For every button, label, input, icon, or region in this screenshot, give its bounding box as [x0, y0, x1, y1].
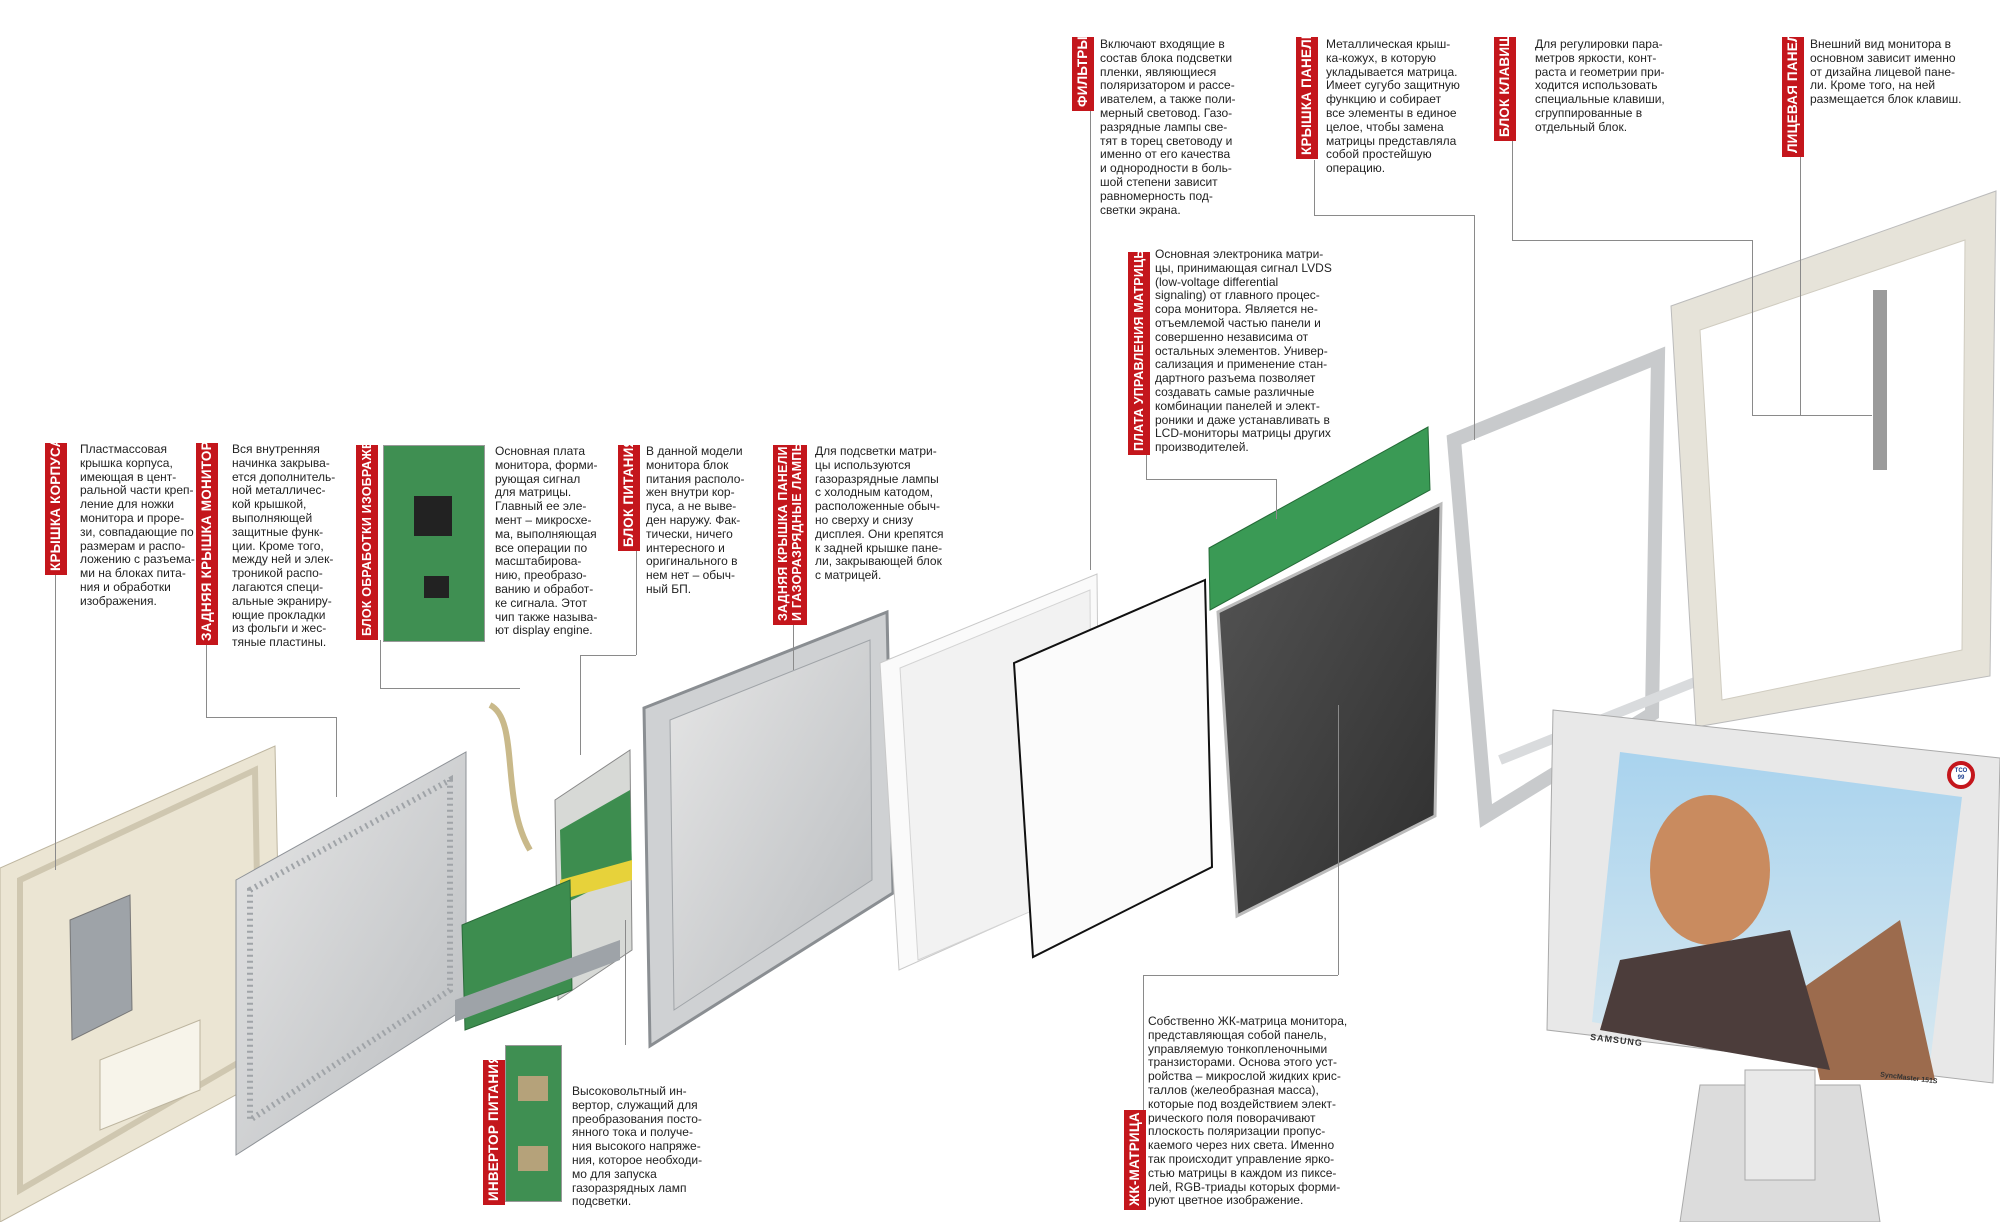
callout-label: ЛИЦЕВАЯ ПАНЕЛЬ	[1782, 22, 1804, 157]
leader-line	[1338, 705, 1339, 975]
callout-text: Вся внутренняя начинка закрыва- ется доп…	[232, 442, 336, 650]
leader-line	[1752, 415, 1872, 416]
power-inverter-photo	[505, 1045, 562, 1202]
leader-line	[1512, 140, 1513, 240]
callout-text: Для подсветки матри- цы используются газ…	[815, 444, 944, 583]
leader-line	[580, 655, 581, 755]
callout-label: ПЛАТА УПРАВЛЕНИЯ МАТРИЦЫ	[1128, 246, 1150, 455]
front-bezel-part	[1670, 190, 1997, 728]
callout-text: Основная плата монитора, форми- рующая с…	[495, 444, 598, 638]
callout-label: БЛОК ОБРАБОТКИ ИЗОБРАЖЕНИЯ	[356, 413, 378, 640]
back-case-part	[0, 745, 283, 1222]
tco-badge: TCO 99	[1947, 761, 1975, 789]
callout-text: Металлическая крыш- ка-кожух, в которую …	[1326, 37, 1460, 176]
callout-text: Внешний вид монитора в основном зависит …	[1810, 37, 1962, 107]
callout-label: БЛОК КЛАВИШ	[1494, 33, 1516, 141]
callout-text: Собственно ЖК-матрица монитора, представ…	[1148, 1014, 1348, 1208]
leader-line	[206, 645, 207, 717]
callout-text: Основная электроника матри- цы, принимаю…	[1155, 247, 1332, 455]
leader-line	[1314, 215, 1474, 216]
panel-frame-part	[1446, 346, 1666, 828]
lcd-matrix-part	[1208, 426, 1443, 919]
filters-part	[879, 573, 1214, 971]
callout-label: ФИЛЬТРЫ	[1072, 36, 1094, 111]
leader-line	[55, 575, 56, 870]
leader-line	[1276, 479, 1277, 519]
leader-line	[1143, 975, 1338, 976]
callout-label: ИНВЕРТОР ПИТАНИЯ	[483, 1054, 505, 1205]
callout-label: ЗАДНЯЯ КРЫШКА МОНИТОРА	[196, 432, 218, 645]
callout-label: БЛОК ПИТАНИЯ	[618, 438, 640, 551]
assembled-monitor	[1546, 709, 2000, 1222]
leader-line	[1752, 240, 1753, 415]
callout-text: Включают входящие в состав блока подсвет…	[1100, 37, 1236, 217]
callout-label: ЖК-МАТРИЦА	[1124, 1110, 1146, 1210]
leader-line	[380, 640, 381, 688]
callout-text: Для регулировки пара- метров яркости, ко…	[1535, 37, 1665, 134]
leader-line	[1800, 155, 1801, 415]
callout-label: ЗАДНЯЯ КРЫШКА ПАНЕЛИ И ГАЗОРАЗРЯДНЫЕ ЛАМ…	[773, 439, 807, 625]
leader-line	[336, 717, 337, 797]
callout-text: Пластмассовая крышка корпуса, имеющая в …	[80, 442, 195, 608]
image-processing-board-photo	[383, 445, 485, 642]
leader-line	[580, 655, 636, 656]
callout-label: КРЫШКА ПАНЕЛИ	[1296, 29, 1318, 159]
leader-line	[1474, 215, 1475, 440]
main-board-part	[455, 702, 633, 1031]
leader-line	[1090, 110, 1091, 570]
leader-line	[793, 625, 794, 670]
leader-line	[1512, 240, 1752, 241]
callout-label: КРЫШКА КОРПУСА	[45, 437, 67, 575]
leader-line	[1314, 160, 1315, 215]
leader-line	[625, 920, 626, 1045]
leader-line	[1146, 455, 1147, 479]
leader-line	[1143, 975, 1144, 1110]
leader-line	[1146, 479, 1276, 480]
leader-line	[206, 717, 336, 718]
leader-line	[380, 688, 520, 689]
callout-text: Высоковольтный ин- вертор, служащий для …	[572, 1084, 703, 1209]
callout-text: В данной модели монитора блок питания ра…	[646, 444, 745, 596]
leader-line	[636, 550, 637, 655]
